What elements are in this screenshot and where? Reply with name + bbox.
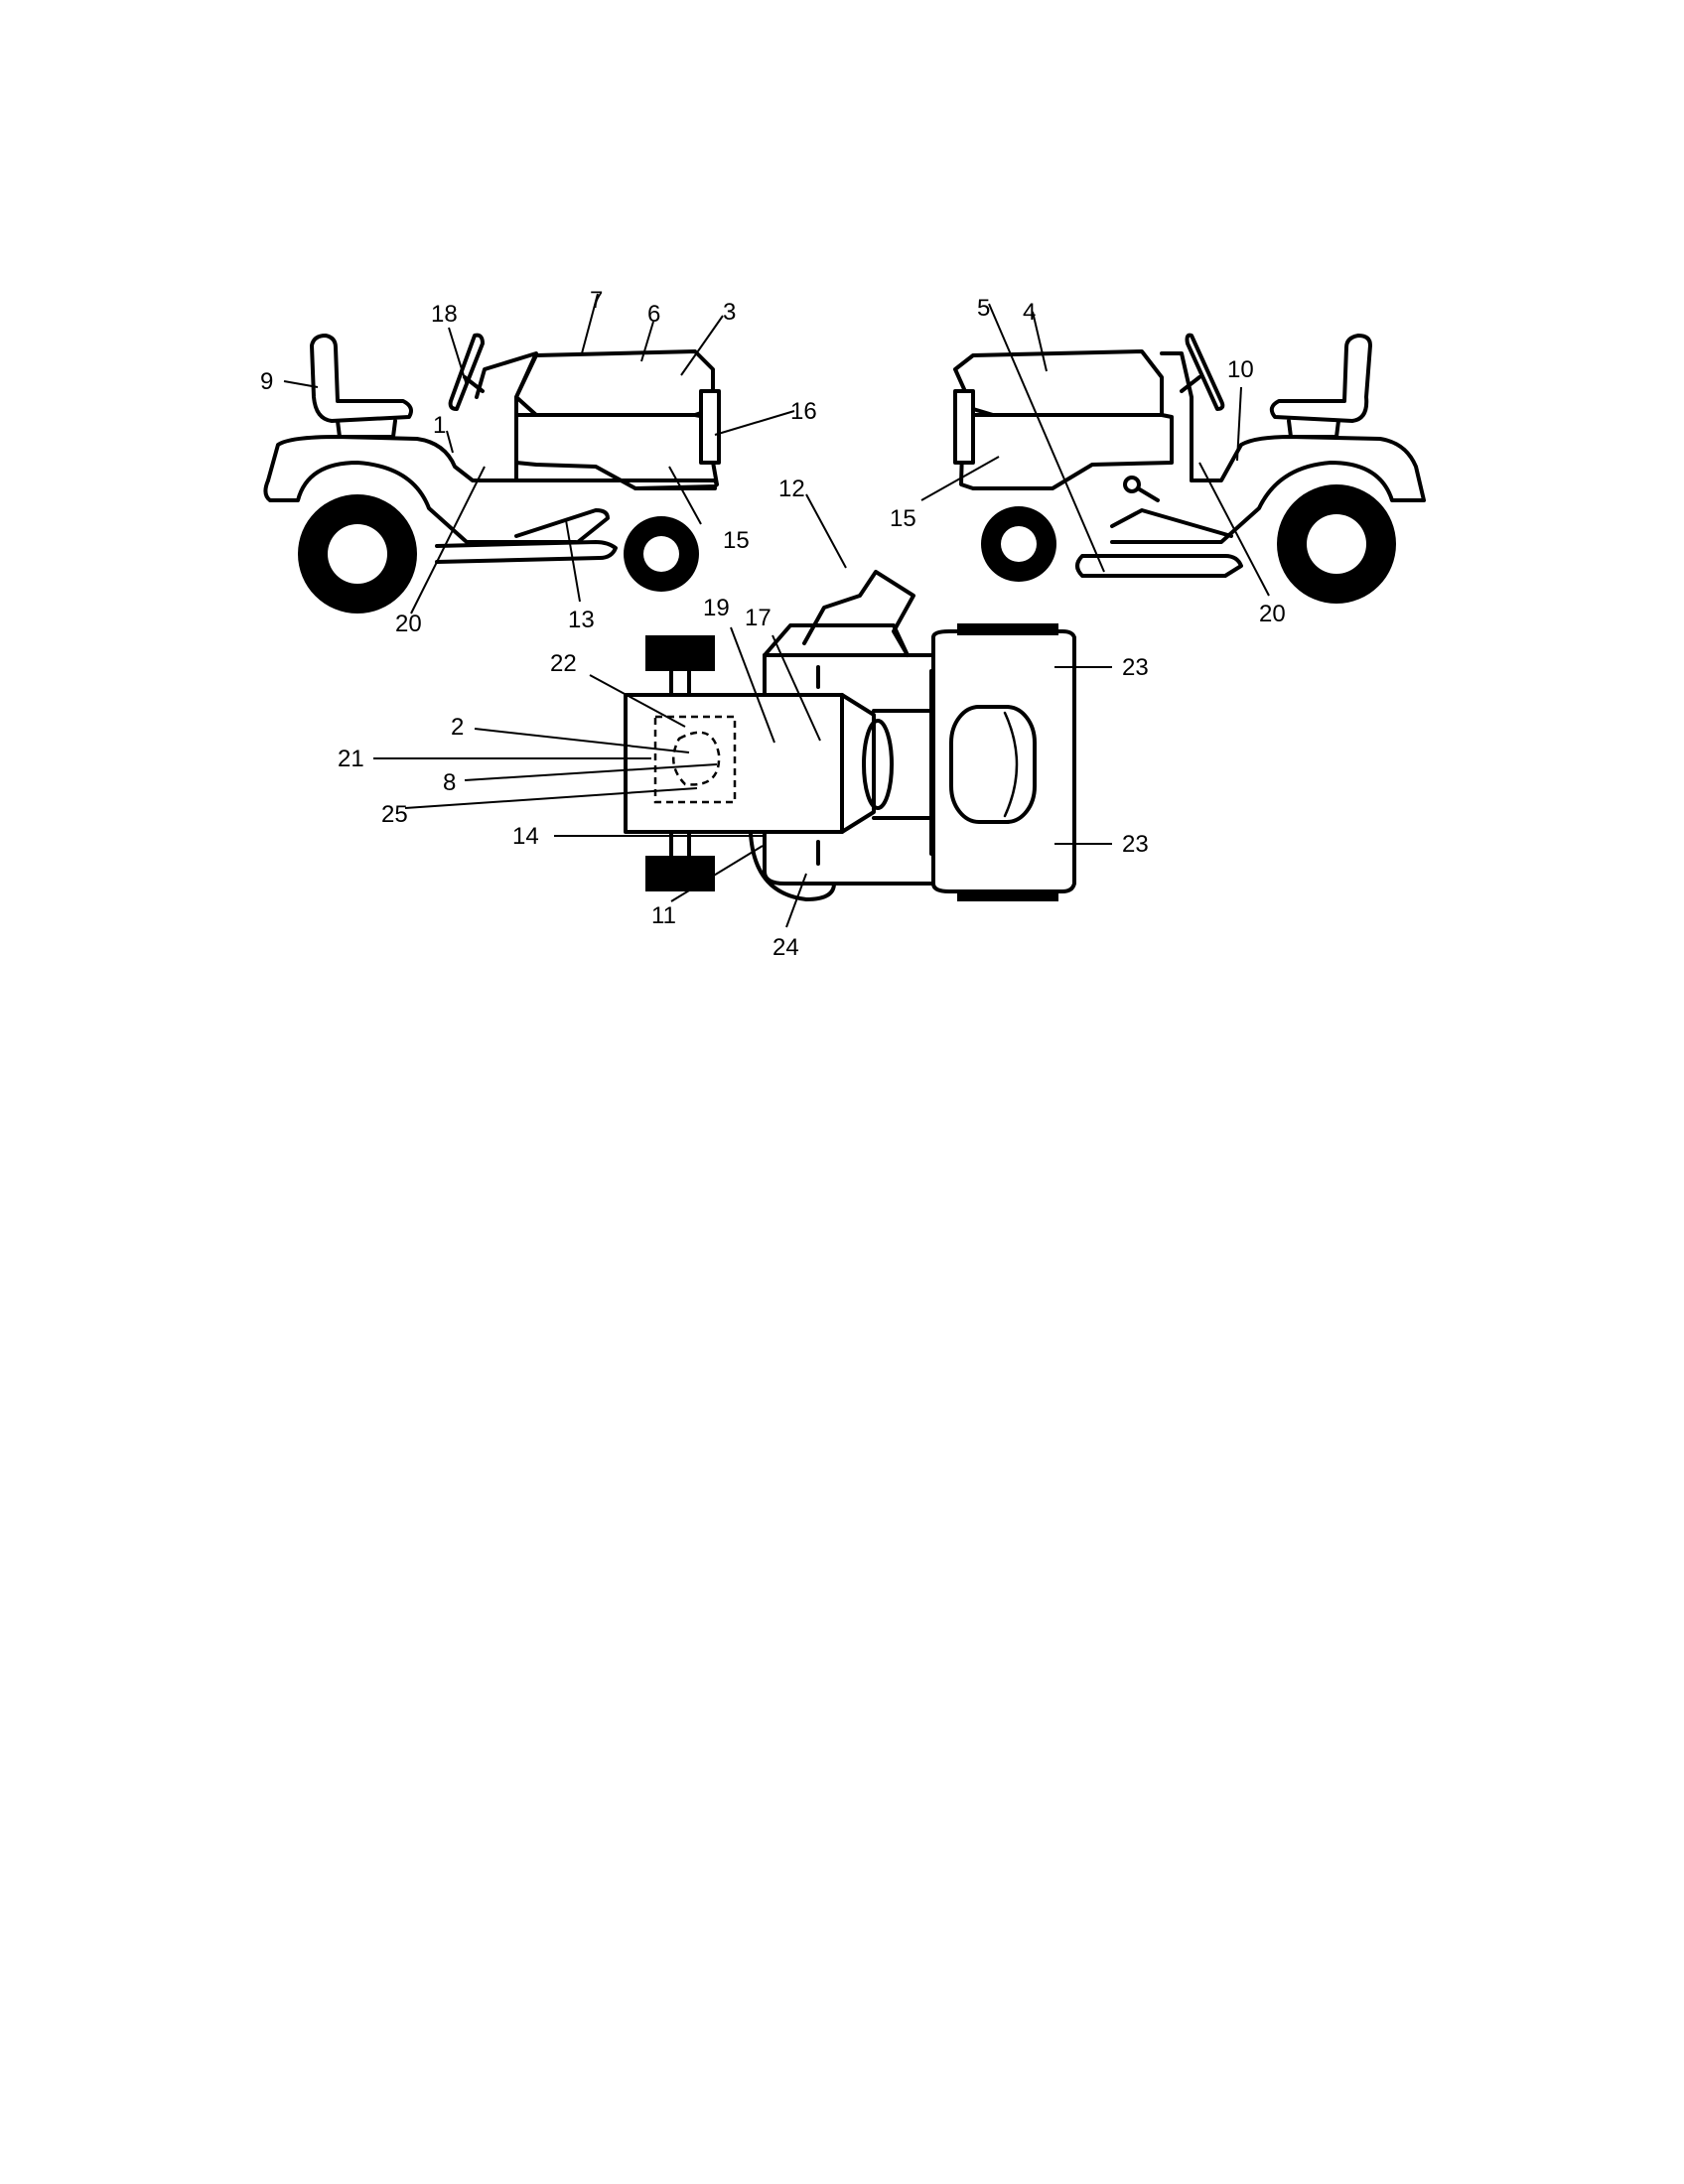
- callout-left-3: 3: [723, 299, 736, 326]
- callout-top-23-upper: 23: [1122, 654, 1149, 681]
- tractor-top-view: [624, 570, 1076, 901]
- callout-top-14: 14: [512, 823, 539, 850]
- callout-left-6: 6: [647, 301, 660, 328]
- callout-top-11: 11: [651, 902, 676, 929]
- tractor-right-side-view: [953, 333, 1426, 604]
- callout-top-25: 25: [381, 801, 408, 828]
- callout-top-17: 17: [745, 605, 772, 631]
- callout-top-12: 12: [778, 476, 805, 502]
- tractor-left-side-view: [263, 333, 721, 614]
- callout-right-10: 10: [1227, 356, 1254, 383]
- callout-right-4: 4: [1023, 299, 1036, 326]
- leader-lines: [283, 293, 1270, 928]
- callout-top-2: 2: [451, 714, 464, 741]
- callout-left-7: 7: [590, 287, 603, 314]
- callout-top-24: 24: [772, 934, 799, 961]
- callout-left-18: 18: [431, 301, 458, 328]
- callout-right-5: 5: [977, 295, 990, 322]
- callout-top-8: 8: [443, 769, 456, 796]
- callout-top-19: 19: [703, 595, 730, 621]
- callout-left-15: 15: [723, 527, 750, 554]
- callout-top-23-lower: 23: [1122, 831, 1149, 858]
- callout-top-22: 22: [550, 650, 577, 677]
- callout-left-20: 20: [395, 611, 422, 637]
- callout-right-20: 20: [1259, 601, 1286, 627]
- callout-left-13: 13: [568, 607, 595, 633]
- part-labels: 18 7 6 3 9 16 1 15 20 13 5 4 10 15 20 12…: [260, 287, 1286, 961]
- callout-left-16: 16: [790, 398, 817, 425]
- callout-right-15: 15: [890, 505, 916, 532]
- callout-top-21: 21: [338, 746, 364, 772]
- callout-left-1: 1: [433, 412, 446, 439]
- callout-left-9: 9: [260, 368, 273, 395]
